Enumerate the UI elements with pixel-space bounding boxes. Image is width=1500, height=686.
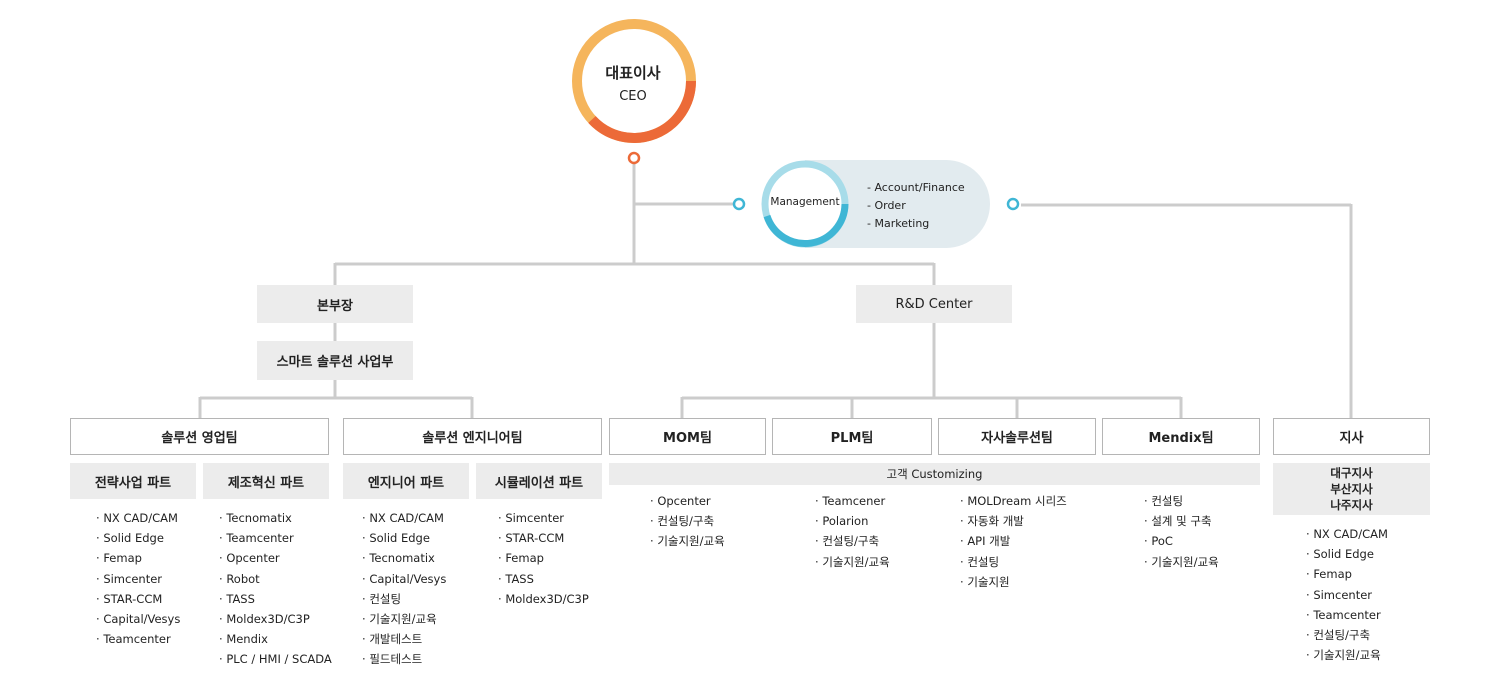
team-mendix: Mendix팀 <box>1102 418 1260 455</box>
team-plm: PLM팀 <box>772 418 932 455</box>
management-node <box>732 160 1020 248</box>
list-item: Tecnomatix <box>362 548 446 568</box>
list-item: 기술지원/교육 <box>362 609 446 629</box>
list-item: API 개발 <box>960 531 1067 551</box>
list-item: PoC <box>1144 531 1219 551</box>
list-item: STAR-CCM <box>96 589 180 609</box>
division-smart-solution: 스마트 솔루션 사업부 <box>257 341 413 380</box>
list-item: Simcenter <box>498 508 589 528</box>
part-innovation: 제조혁신 파트 <box>203 463 329 499</box>
plm-list: Teamcener Polarion 컨설팅/구축 기술지원/교육 <box>815 491 890 572</box>
strategy-list: NX CAD/CAM Solid Edge Femap Simcenter ST… <box>96 508 180 649</box>
list-item: Femap <box>498 548 589 568</box>
list-item: Teamcener <box>815 491 890 511</box>
innovation-list: Tecnomatix Teamcenter Opcenter Robot TAS… <box>219 508 332 670</box>
list-item: Solid Edge <box>96 528 180 548</box>
list-item: 필드테스트 <box>362 649 446 669</box>
list-item: Solid Edge <box>1306 544 1388 564</box>
list-item: 컨설팅/구축 <box>650 511 725 531</box>
list-item: Robot <box>219 569 332 589</box>
branch-office: 나주지사 <box>1330 498 1373 512</box>
list-item: Teamcenter <box>219 528 332 548</box>
ceo-connector-dot <box>627 151 641 165</box>
list-item: TASS <box>498 569 589 589</box>
branch-office: 부산지사 <box>1330 482 1373 496</box>
list-item: Mendix <box>219 629 332 649</box>
list-item: Tecnomatix <box>219 508 332 528</box>
list-item: Simcenter <box>1306 585 1388 605</box>
mom-list: Opcenter 컨설팅/구축 기술지원/교육 <box>650 491 725 552</box>
list-item: 기술지원/교육 <box>1306 645 1388 665</box>
list-item: TASS <box>219 589 332 609</box>
team-branch: 지사 <box>1273 418 1430 455</box>
part-strategy: 전략사업 파트 <box>70 463 196 499</box>
team-engineering: 솔루션 엔지니어팀 <box>343 418 602 455</box>
list-item: Capital/Vesys <box>362 569 446 589</box>
ceo-circle <box>572 19 696 143</box>
list-item: Femap <box>1306 564 1388 584</box>
list-item: 기술지원/교육 <box>1144 552 1218 572</box>
list-item: Femap <box>96 548 180 568</box>
management-item: - Marketing <box>867 217 930 230</box>
list-item: Simcenter <box>96 569 180 589</box>
team-sales: 솔루션 영업팀 <box>70 418 329 455</box>
list-item: Solid Edge <box>362 528 446 548</box>
management-item: - Account/Finance <box>867 181 965 194</box>
list-item: 기술지원/교육 <box>815 552 889 572</box>
division-main: 본부장 <box>257 285 413 323</box>
branch-offices: 대구지사 부산지사 나주지사 <box>1273 463 1430 515</box>
branch-list: NX CAD/CAM Solid Edge Femap Simcenter Te… <box>1306 524 1388 665</box>
list-item: 기술지원/교육 <box>650 531 724 551</box>
list-item: 개발테스트 <box>362 629 446 649</box>
list-item: 기술지원 <box>960 572 1067 592</box>
list-item: 컨설팅 <box>960 552 1067 572</box>
part-simulation: 시뮬레이션 파트 <box>476 463 602 499</box>
list-item: Capital/Vesys <box>96 609 180 629</box>
branch-office: 대구지사 <box>1330 466 1373 480</box>
list-item: PLC / HMI / SCADA <box>219 649 331 669</box>
management-list: - Account/Finance - Order - Marketing <box>867 179 965 233</box>
list-item: Teamcenter <box>96 629 180 649</box>
list-item: 컨설팅 <box>1144 491 1219 511</box>
list-item: NX CAD/CAM <box>96 508 180 528</box>
list-item: MOLDream 시리즈 <box>960 491 1066 511</box>
list-item: Opcenter <box>219 548 332 568</box>
list-item: Polarion <box>815 511 890 531</box>
division-rnd: R&D Center <box>856 285 1012 323</box>
list-item: NX CAD/CAM <box>362 508 446 528</box>
list-item: 컨설팅/구축 <box>1306 625 1388 645</box>
ceo-title-en: CEO <box>619 89 647 104</box>
customizing-bar: 고객 Customizing <box>609 463 1260 485</box>
simulation-list: Simcenter STAR-CCM Femap TASS Moldex3D/C… <box>498 508 589 609</box>
part-engineer: 엔지니어 파트 <box>343 463 469 499</box>
team-mom: MOM팀 <box>609 418 766 455</box>
own-solution-list: MOLDream 시리즈 자동화 개발 API 개발 컨설팅 기술지원 <box>960 491 1067 592</box>
list-item: 자동화 개발 <box>960 511 1067 531</box>
list-item: Teamcenter <box>1306 605 1388 625</box>
ceo-label: 대표이사 CEO <box>585 62 681 110</box>
list-item: Moldex3D/C3P <box>498 589 588 609</box>
list-item: NX CAD/CAM <box>1306 524 1388 544</box>
management-item: - Order <box>867 199 906 212</box>
list-item: 컨설팅/구축 <box>815 531 890 551</box>
list-item: STAR-CCM <box>498 528 589 548</box>
ceo-title-kr: 대표이사 <box>605 64 661 82</box>
mendix-list: 컨설팅 설계 및 구축 PoC 기술지원/교육 <box>1144 491 1219 572</box>
list-item: 컨설팅 <box>362 589 446 609</box>
team-own-solution: 자사솔루션팀 <box>938 418 1096 455</box>
list-item: Moldex3D/C3P <box>219 609 332 629</box>
engineer-list: NX CAD/CAM Solid Edge Tecnomatix Capital… <box>362 508 446 670</box>
list-item: Opcenter <box>650 491 725 511</box>
management-title: Management <box>770 196 840 208</box>
list-item: 설계 및 구축 <box>1144 511 1219 531</box>
